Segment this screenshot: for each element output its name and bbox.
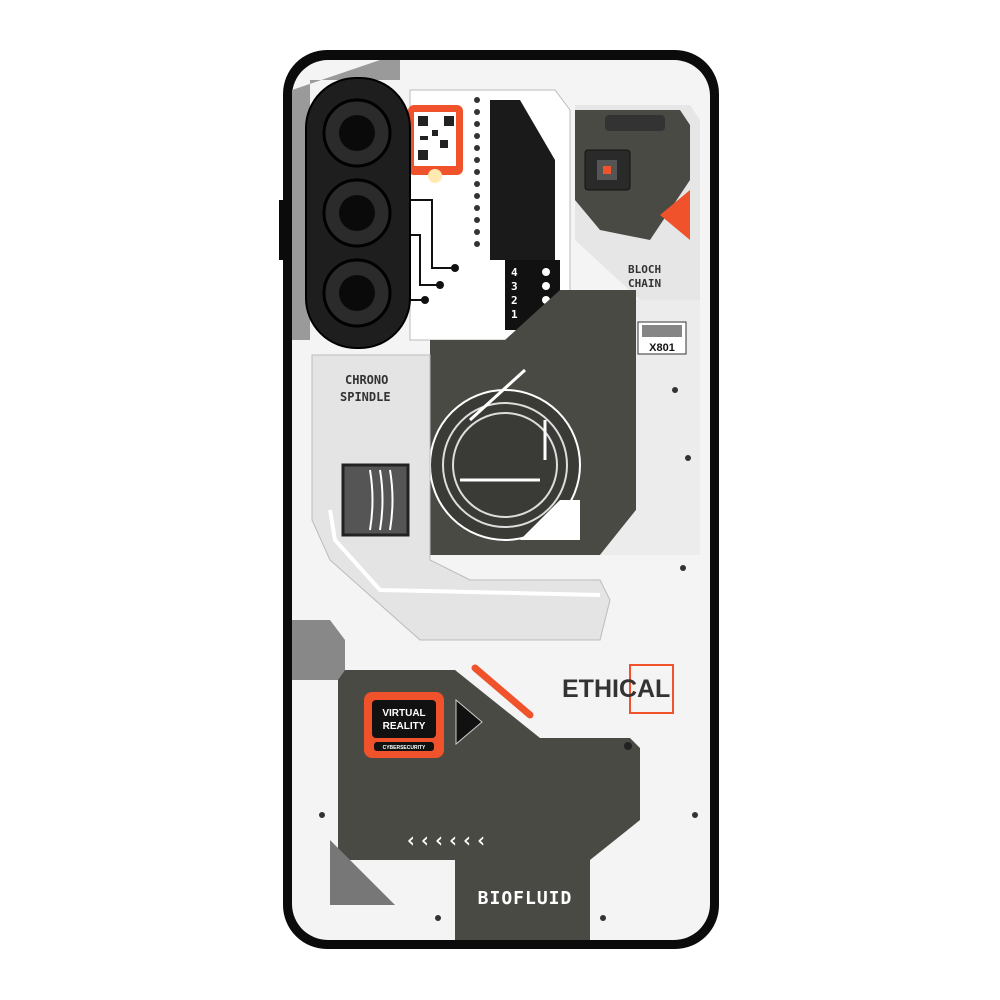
- screw-dots: [672, 387, 691, 571]
- vr-label-2: REALITY: [383, 721, 426, 732]
- right-mid-panel: [600, 300, 700, 555]
- vr-sub-label: CYBERSECURITY: [383, 745, 426, 751]
- chrono-light-panel: [311, 354, 611, 641]
- side-button: [279, 200, 284, 260]
- spindle-ring: [442, 402, 568, 528]
- ethical-label: ETHICAL: [562, 675, 670, 703]
- orange-bar: [471, 664, 534, 719]
- bloch-label-1: BLOCH: [628, 263, 661, 276]
- chrono-label-1: CHRONO: [345, 373, 388, 387]
- scale-dots: [542, 268, 550, 304]
- biofluid-label: BIOFLUID: [478, 888, 573, 909]
- vr-badge-strip: [374, 742, 434, 751]
- flash: [428, 169, 442, 183]
- perforated-plate: [292, 620, 345, 680]
- barcode: [642, 325, 682, 337]
- spindle-window-lines: [369, 469, 394, 531]
- scale-number: 3: [511, 280, 518, 293]
- chevron-row-icon: ‹‹‹‹‹‹: [405, 828, 489, 852]
- scale-number: 1: [511, 308, 518, 321]
- dot-strip: [474, 97, 480, 247]
- ethical-frame: [629, 664, 674, 714]
- scale-number: 2: [511, 294, 518, 307]
- camera-lens: [322, 178, 392, 248]
- bloch-chip-housing: [575, 110, 690, 240]
- camera-lens: [322, 258, 392, 328]
- chrono-label-2: SPINDLE: [340, 390, 391, 404]
- screw-dots: [319, 742, 698, 921]
- spindle-highlight: [520, 500, 580, 540]
- spindle-arrows: [460, 368, 547, 482]
- qr-code-pattern: [418, 116, 454, 160]
- left-rail: [292, 60, 400, 340]
- spindle-ring: [452, 412, 558, 518]
- scale-number: 4: [511, 266, 518, 279]
- chip-core-accent: [603, 166, 611, 174]
- perforated-corner: [330, 840, 395, 905]
- spindle-window: [341, 463, 410, 537]
- vent-block: [490, 100, 555, 260]
- speaker-grille: [605, 115, 665, 131]
- camera-lens: [322, 98, 392, 168]
- orange-arrow: [660, 190, 690, 240]
- bloch-label-2: CHAIN: [628, 277, 661, 290]
- vr-label-1: VIRTUAL: [382, 708, 425, 719]
- circuit-nodes: [421, 264, 459, 304]
- play-triangle-icon: [455, 698, 483, 746]
- barcode-code: X801: [649, 342, 675, 354]
- vr-badge-inner: [372, 700, 436, 738]
- panel-trim-line: [328, 509, 601, 597]
